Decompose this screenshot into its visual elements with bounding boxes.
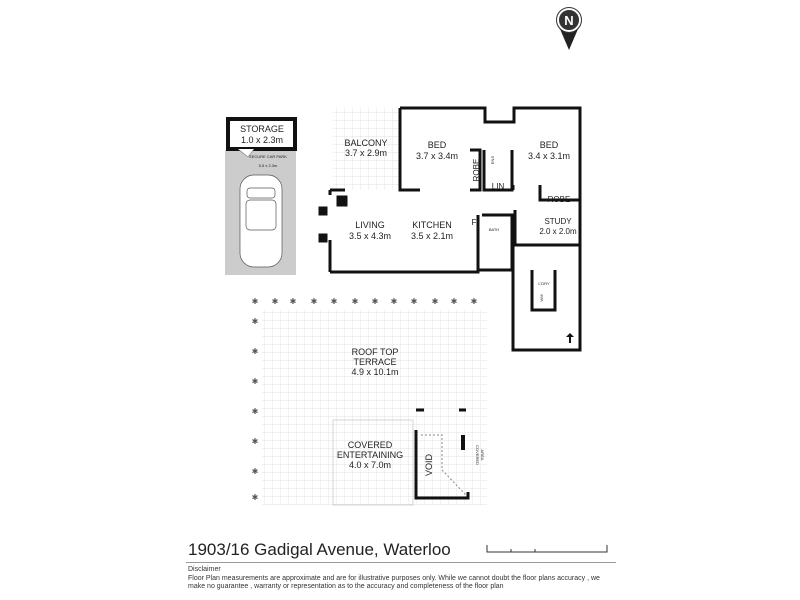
disclaimer-title: Disclaimer bbox=[188, 566, 221, 573]
covered-label-1: COVERED bbox=[348, 440, 393, 450]
svg-text:✱: ✱ bbox=[252, 377, 259, 386]
covered-label-2: ENTERTAINING bbox=[337, 450, 403, 460]
covered-size: 4.0 x 7.0m bbox=[349, 460, 391, 470]
scale-bar bbox=[486, 545, 608, 553]
kitchen-size: 3.5 x 2.1m bbox=[411, 231, 453, 241]
svg-text:✱: ✱ bbox=[272, 297, 279, 306]
north-arrow-icon: N bbox=[556, 7, 582, 50]
svg-text:✱: ✱ bbox=[451, 297, 458, 306]
roof-terrace-area bbox=[262, 310, 487, 505]
void-stair bbox=[414, 408, 470, 500]
covered-area-label-1: COVERED bbox=[475, 445, 480, 465]
svg-text:✱: ✱ bbox=[411, 297, 418, 306]
terrace-label-1: ROOF TOP bbox=[352, 347, 399, 357]
svg-text:✱: ✱ bbox=[471, 297, 478, 306]
property-address: 1903/16 Gadigal Avenue, Waterloo bbox=[188, 540, 451, 559]
living-label: LIVING bbox=[355, 220, 385, 230]
bed1-size: 3.7 x 3.4m bbox=[416, 151, 458, 161]
svg-text:N: N bbox=[564, 13, 573, 28]
fridge-label: F bbox=[472, 218, 477, 227]
bath-label: BATH bbox=[489, 227, 499, 232]
planter-icons: ✱ ✱ ✱ ✱ ✱ ✱ ✱ ✱ ✱ ✱ ✱ ✱ ✱ ✱ ✱ ✱ ✱ ✱ ✱ bbox=[252, 297, 478, 502]
entry-arrow-icon bbox=[566, 333, 574, 343]
divider bbox=[186, 562, 616, 563]
covered-area-label-2: AREA bbox=[480, 450, 485, 461]
robe1-label: ROBE bbox=[472, 159, 481, 182]
svg-text:✱: ✱ bbox=[352, 297, 359, 306]
svg-text:✱: ✱ bbox=[252, 347, 259, 356]
car-park-label: SECURE CAR PARK bbox=[249, 154, 287, 159]
svg-text:✱: ✱ bbox=[252, 407, 259, 416]
svg-text:✱: ✱ bbox=[331, 297, 338, 306]
bed1-label: BED bbox=[428, 140, 447, 150]
bed2-label: BED bbox=[540, 140, 559, 150]
balcony-size: 3.7 x 2.9m bbox=[345, 148, 387, 158]
laundry-label: L'DRY bbox=[538, 281, 550, 286]
svg-text:✱: ✱ bbox=[432, 297, 439, 306]
storage-label: STORAGE bbox=[240, 124, 284, 134]
study-size: 2.0 x 2.0m bbox=[539, 227, 577, 236]
svg-text:✱: ✱ bbox=[252, 493, 259, 502]
kitchen-label: KITCHEN bbox=[412, 220, 452, 230]
lin-label: LIN bbox=[492, 182, 505, 191]
svg-text:✱: ✱ bbox=[290, 297, 297, 306]
wm-label: WM bbox=[539, 294, 544, 301]
balcony-label: BALCONY bbox=[344, 138, 387, 148]
svg-text:✱: ✱ bbox=[252, 317, 259, 326]
living-size: 3.5 x 4.3m bbox=[349, 231, 391, 241]
storage-size: 1.0 x 2.3m bbox=[241, 135, 283, 145]
svg-text:✱: ✱ bbox=[391, 297, 398, 306]
disclaimer-text: Floor Plan measurements are approximate … bbox=[188, 574, 600, 591]
svg-text:✱: ✱ bbox=[252, 437, 259, 446]
car-park: STORAGE 1.0 x 2.3m SECURE CAR PARK 5.5 x… bbox=[225, 117, 297, 275]
balcony-area bbox=[333, 108, 399, 190]
robe2-label: ROBE bbox=[548, 195, 571, 204]
car-icon bbox=[239, 174, 283, 268]
bed2-size: 3.4 x 3.1m bbox=[528, 151, 570, 161]
car-park-size: 5.5 x 2.3m bbox=[259, 163, 278, 168]
svg-text:✱: ✱ bbox=[372, 297, 379, 306]
study-label: STUDY bbox=[544, 217, 572, 226]
svg-text:✱: ✱ bbox=[252, 467, 259, 476]
ens-label: ENS bbox=[490, 156, 495, 165]
svg-text:✱: ✱ bbox=[252, 297, 259, 306]
walls bbox=[318, 106, 582, 352]
covered-entertaining-area bbox=[332, 419, 414, 506]
svg-text:✱: ✱ bbox=[311, 297, 318, 306]
disclaimer: Disclaimer Floor Plan measurements are a… bbox=[188, 566, 618, 592]
terrace-size: 4.9 x 10.1m bbox=[351, 367, 398, 377]
void-label: VOID bbox=[424, 454, 434, 477]
terrace-label-2: TERRACE bbox=[353, 357, 396, 367]
